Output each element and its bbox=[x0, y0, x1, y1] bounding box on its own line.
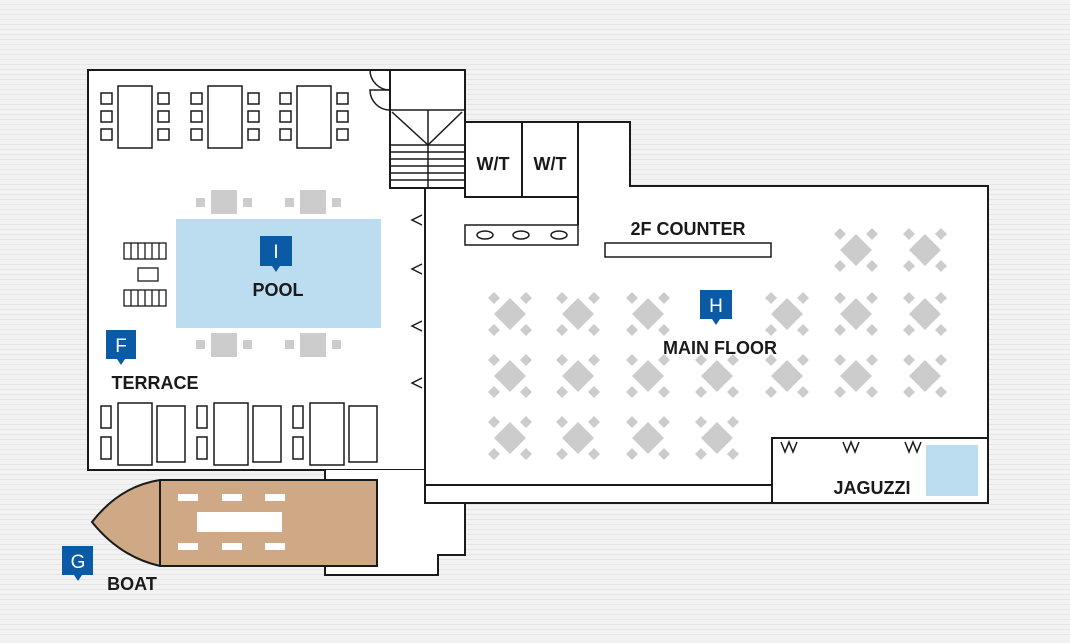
table-set bbox=[556, 416, 600, 460]
table-set bbox=[556, 292, 600, 336]
main-floor-marker-letter: H bbox=[709, 296, 723, 317]
table-set bbox=[488, 416, 532, 460]
table-set bbox=[488, 354, 532, 398]
pool-label: POOL bbox=[252, 280, 303, 300]
main-floor-tables bbox=[488, 228, 947, 460]
pool-side-loungers bbox=[123, 242, 167, 307]
table-set bbox=[626, 354, 670, 398]
window-markers bbox=[410, 214, 423, 389]
table-set bbox=[903, 292, 947, 336]
wt-rooms bbox=[464, 121, 579, 225]
2f-counter-bar bbox=[604, 242, 772, 258]
jaguzzi-room bbox=[771, 437, 989, 504]
boat-marker-letter: G bbox=[71, 552, 86, 573]
pool-loungers bbox=[196, 190, 341, 357]
jaguzzi-tub bbox=[926, 445, 978, 496]
terrace-marker[interactable]: F bbox=[106, 330, 136, 365]
staircase bbox=[390, 109, 465, 188]
pool-marker-letter: I bbox=[273, 242, 278, 263]
table-set bbox=[903, 354, 947, 398]
terrace-label: TERRACE bbox=[111, 373, 198, 393]
wt-label-2: W/T bbox=[534, 154, 567, 174]
2f-counter-label: 2F COUNTER bbox=[630, 219, 745, 239]
jaguzzi-label: JAGUZZI bbox=[833, 478, 910, 498]
boat-marker[interactable]: G bbox=[62, 546, 93, 581]
pool-marker[interactable]: I bbox=[260, 236, 292, 272]
main-floor-marker[interactable]: H bbox=[700, 290, 732, 325]
table-set bbox=[903, 228, 947, 272]
table-set bbox=[695, 416, 739, 460]
terrace-bottom-sofas bbox=[100, 402, 378, 466]
terrace-top-tables bbox=[100, 85, 349, 149]
table-set bbox=[834, 292, 878, 336]
pool-water bbox=[176, 219, 381, 328]
boat bbox=[90, 479, 378, 567]
table-set bbox=[488, 292, 532, 336]
table-set bbox=[626, 292, 670, 336]
table-set bbox=[556, 354, 600, 398]
boat-label: BOAT bbox=[107, 574, 157, 594]
wt-label-1: W/T bbox=[477, 154, 510, 174]
table-set bbox=[626, 416, 670, 460]
table-set bbox=[695, 354, 739, 398]
table-set bbox=[765, 354, 809, 398]
table-set bbox=[834, 354, 878, 398]
door-swings bbox=[369, 69, 391, 111]
terrace-marker-letter: F bbox=[115, 336, 127, 357]
sink-counter bbox=[464, 224, 579, 246]
table-set bbox=[834, 228, 878, 272]
main-floor-label: MAIN FLOOR bbox=[663, 338, 777, 358]
table-set bbox=[765, 292, 809, 336]
